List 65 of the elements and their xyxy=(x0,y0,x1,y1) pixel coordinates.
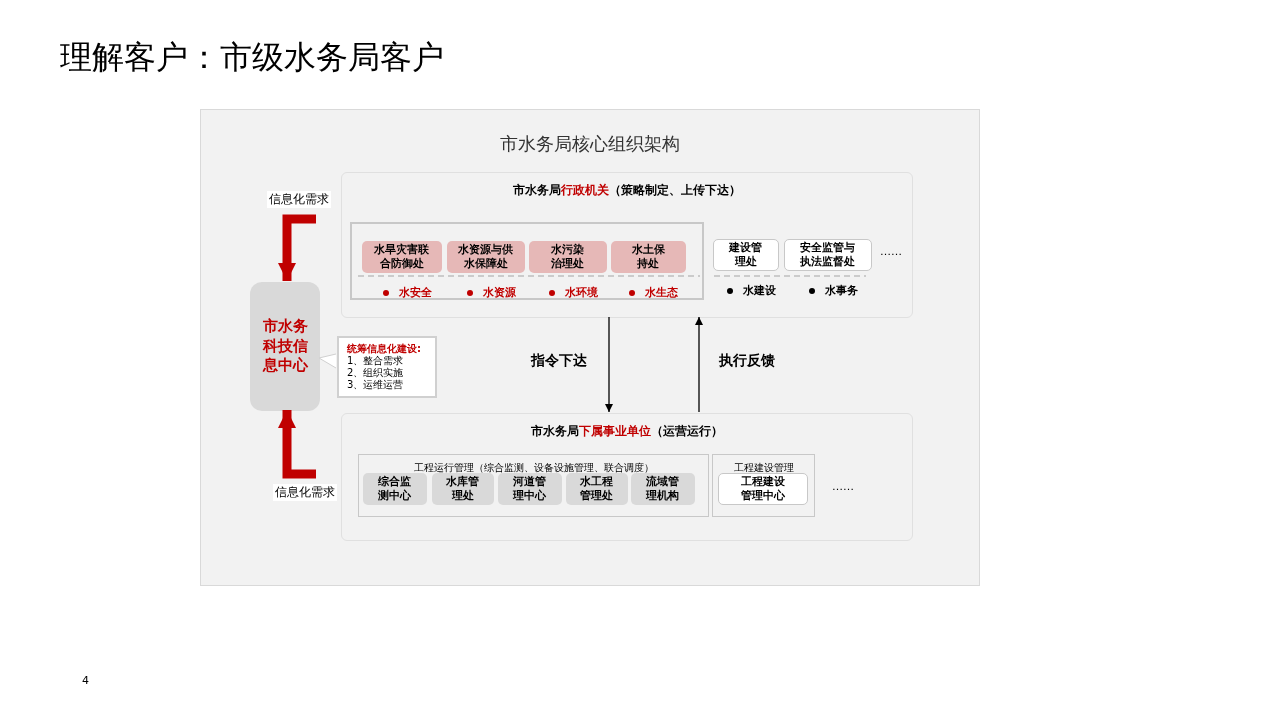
box-label: 综合监测中心 xyxy=(377,475,413,503)
unit-box xyxy=(432,473,494,505)
section-heading: 市水务局 xyxy=(513,183,561,197)
box-label: 水旱灾害联合防御处 xyxy=(374,243,430,271)
callout-text: 3、运维运营 xyxy=(347,379,405,391)
edge-label: 信息化需求 xyxy=(267,191,331,208)
page-title: 理解客户：市级水务局客户 xyxy=(60,37,444,78)
box-label: 市水务科技信息中心 xyxy=(261,317,309,376)
section-panel xyxy=(341,172,913,318)
group-frame xyxy=(358,454,709,517)
department-box xyxy=(362,241,442,273)
category-text: 水安全 xyxy=(398,286,432,298)
box-label: 水工程管理处 xyxy=(579,475,615,503)
group-frame xyxy=(712,454,815,517)
box-label: 水资源与供水保障处 xyxy=(458,243,514,271)
callout-text: 2、组织实施 xyxy=(347,367,405,379)
unit-box xyxy=(498,473,562,505)
callout-text: 统筹信息化建设: xyxy=(347,343,422,355)
box-label: 安全监管与执法监督处 xyxy=(800,241,856,269)
callout-text: 1、整合需求 xyxy=(347,355,405,367)
category-text: 水生态 xyxy=(645,286,678,298)
department-box xyxy=(718,473,808,505)
arrow xyxy=(278,214,316,281)
page-number: 4 xyxy=(82,674,89,687)
box-label: 建设管理处 xyxy=(728,241,764,269)
section-heading: （策略制定、上传下达） xyxy=(609,183,741,197)
arrow xyxy=(278,410,316,479)
unit-box xyxy=(566,473,628,505)
group-frame xyxy=(350,222,704,300)
category-text: 水建设 xyxy=(742,284,776,296)
ellipsis: …… xyxy=(832,480,854,493)
category-text: 水资源 xyxy=(482,286,516,298)
arrow xyxy=(695,316,703,413)
ellipsis: …… xyxy=(880,245,902,258)
section-heading: 市水务局核心组织架构 xyxy=(500,133,680,154)
callout-box xyxy=(337,336,437,398)
edge-label: 执行反馈 xyxy=(717,352,777,370)
section-heading: 下属事业单位 xyxy=(579,424,651,438)
section-heading: 工程建设管理 xyxy=(733,462,794,473)
department-box xyxy=(713,239,779,271)
department-box xyxy=(529,241,607,273)
box-label: 水库管理处 xyxy=(445,475,481,503)
department-box xyxy=(447,241,525,273)
section-heading: 行政机关 xyxy=(561,183,609,197)
section-heading: （运营运行） xyxy=(651,424,723,438)
edge-label: 指令下达 xyxy=(529,352,589,370)
department-box xyxy=(611,241,686,273)
arrow xyxy=(605,316,613,413)
center-box xyxy=(250,282,320,411)
box-label: 水土保持处 xyxy=(631,243,666,271)
box-label: 工程建设管理中心 xyxy=(740,475,786,503)
category-text: 水环境 xyxy=(564,286,598,298)
box-label: 流域管理机构 xyxy=(645,475,681,503)
box-label: 河道管理中心 xyxy=(512,475,548,503)
section-heading: 市水务局 xyxy=(531,424,579,438)
unit-box xyxy=(631,473,695,505)
callout-pointer xyxy=(318,353,337,369)
category-text: 水事务 xyxy=(824,284,858,296)
section-panel xyxy=(341,413,913,541)
department-box xyxy=(784,239,872,271)
diagram-panel xyxy=(200,109,980,586)
edge-label: 信息化需求 xyxy=(273,484,337,501)
unit-box xyxy=(363,473,427,505)
section-heading: 工程运行管理（综合监测、设备设施管理、联合调度） xyxy=(413,462,654,473)
box-label: 水污染治理处 xyxy=(550,243,586,271)
